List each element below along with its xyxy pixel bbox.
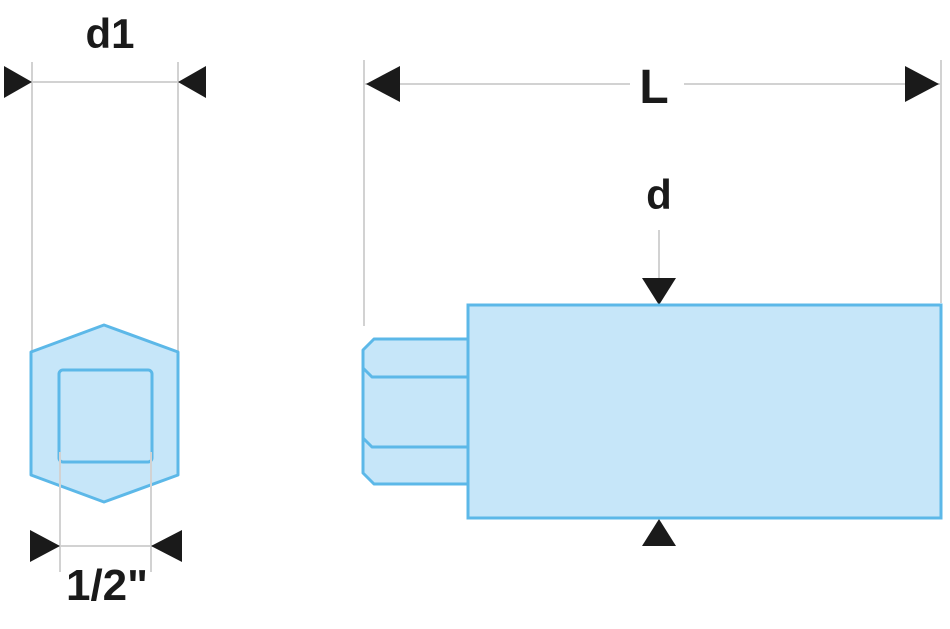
- front-view-hex-socket: d1 1/2": [4, 10, 206, 610]
- drive-arrow-right-icon: [151, 530, 182, 562]
- d1-arrow-right-icon: [178, 66, 206, 98]
- length-arrow-left-icon: [366, 66, 400, 102]
- hex-facet-line-upper: [361, 366, 470, 379]
- d1-arrow-left-icon: [4, 66, 32, 98]
- drive-arrow-left-icon: [30, 530, 60, 562]
- side-view-socket-body: L d: [361, 60, 943, 546]
- hex-drive-shank: [361, 337, 472, 486]
- diameter-label: d: [646, 171, 672, 218]
- drive-size-label: 1/2": [66, 561, 148, 610]
- length-label: L: [639, 61, 668, 114]
- d1-label: d1: [85, 10, 134, 57]
- hex-facet-line-lower: [361, 436, 470, 449]
- square-drive-outline: [57, 368, 154, 464]
- length-arrow-right-icon: [905, 66, 939, 102]
- diameter-arrow-bottom-icon: [642, 519, 676, 546]
- diameter-arrow-top-icon: [642, 278, 676, 305]
- socket-main-body: [466, 303, 943, 520]
